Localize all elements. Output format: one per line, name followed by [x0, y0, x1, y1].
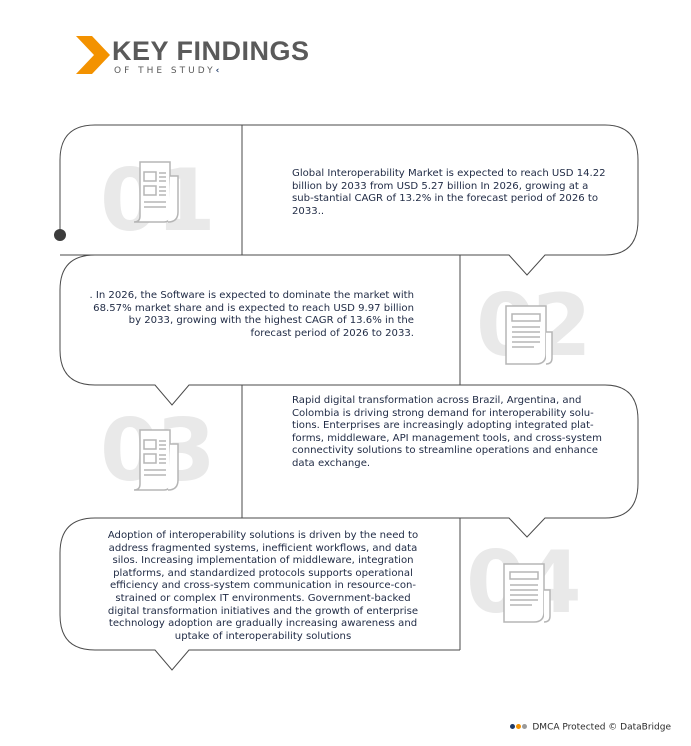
footer-text: DMCA Protected © DataBridge: [532, 722, 671, 733]
chevron-logo-icon: [76, 36, 110, 74]
finding-text-4: Adoption of interoperability solutions i…: [107, 530, 419, 642]
timeline-start-dot: [54, 229, 66, 241]
page-title: KEY FINDINGS: [112, 36, 310, 66]
finding-text-1: Global Interoperability Market is expect…: [292, 168, 606, 217]
document-icon: [505, 305, 553, 365]
footer-credit: DMCA Protected © DataBridge: [510, 722, 671, 733]
document-icon: [503, 563, 551, 623]
finding-text-3: Rapid digital transformation across Braz…: [292, 395, 602, 469]
document-icon: [133, 161, 179, 223]
document-icon: [133, 429, 179, 491]
page-subtitle: OF THE STUDY‹: [114, 66, 223, 76]
finding-text-2: . In 2026, the Software is expected to d…: [89, 290, 414, 339]
footer-dots-icon: [510, 722, 528, 732]
